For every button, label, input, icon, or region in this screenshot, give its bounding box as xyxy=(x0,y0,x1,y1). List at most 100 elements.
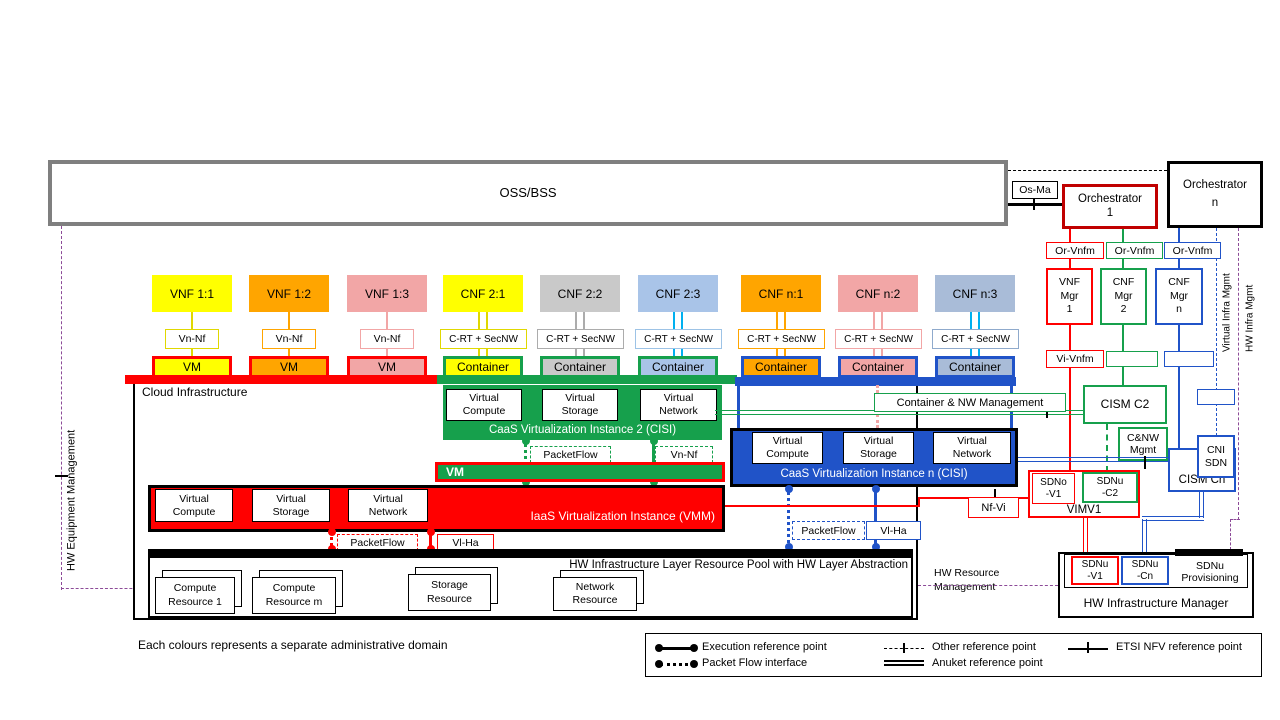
column-cnf-2-2: CNF 2:2 C-RT + SecNW Container xyxy=(537,275,624,379)
connector-line xyxy=(575,349,577,357)
nf-box: CNF n:2 xyxy=(838,275,918,312)
iaas-virtual-compute: Virtual Compute xyxy=(155,489,233,522)
nf-box: VNF 1:1 xyxy=(152,275,232,312)
host-box: Container xyxy=(935,356,1015,378)
column-cnf-2-1: CNF 2:1 C-RT + SecNW Container xyxy=(440,275,527,379)
orchestrator-n-empty-box xyxy=(1197,389,1235,405)
hw-infra-mgmt-dashed-line xyxy=(1238,228,1239,520)
connector-line xyxy=(191,349,193,357)
orchestrator-1-box: Orchestrator 1 xyxy=(1062,184,1158,229)
reference-point-label: C-RT + SecNW xyxy=(440,329,527,349)
hw-abstraction-bar xyxy=(148,549,913,556)
resource-box: Compute Resource m xyxy=(252,577,336,614)
hw-infra-manager-title: HW Infrastructure Manager xyxy=(1083,596,1229,610)
connector-line xyxy=(784,312,786,329)
host-box: Container xyxy=(638,356,718,378)
nf-box: CNF 2:1 xyxy=(443,275,523,312)
column-cnf-n-2: CNF n:2 C-RT + SecNW Container xyxy=(835,275,922,379)
connector-line xyxy=(978,349,980,357)
host-box: Container xyxy=(838,356,918,378)
caasn-packetflow-line xyxy=(787,487,790,549)
os-ma-tick xyxy=(1033,197,1035,210)
sdnu-v1-box: SDNu-V1 xyxy=(1071,556,1119,585)
other-reference-icon xyxy=(903,643,905,653)
caasn-virtual-storage: Virtual Storage xyxy=(843,432,914,464)
connector-line xyxy=(486,349,488,357)
oss-orchestrator-n-dashed-line xyxy=(1008,170,1167,171)
reference-point-label: C-RT + SecNW xyxy=(932,329,1019,349)
connector-line xyxy=(486,312,488,329)
etsi-reference-icon xyxy=(1087,642,1089,653)
execution-point-dot xyxy=(522,478,530,486)
column-vnf-1-1: VNF 1:1 Vn-Nf VM xyxy=(152,275,236,379)
connector-line xyxy=(575,312,577,329)
caas2-title: CaaS Virtualization Instance 2 (CISI) xyxy=(488,424,677,436)
host-box: Container xyxy=(443,356,523,378)
caasn-anuket-line xyxy=(1018,457,1168,462)
caasn-bar-edge-left xyxy=(737,385,740,428)
legend-box xyxy=(645,633,1262,677)
execution-line-icon xyxy=(690,644,698,652)
caasn-virtual-compute: Virtual Compute xyxy=(752,432,823,464)
resource-box: Compute Resource 1 xyxy=(155,577,235,614)
connector-line xyxy=(970,349,972,357)
anuket-reference-icon xyxy=(884,660,924,666)
cism-cn-sdnu-elbow-h xyxy=(1142,516,1204,521)
connector-line xyxy=(583,349,585,357)
host-box: Container xyxy=(741,356,821,378)
or-vnfm-label-cnfn: Or-Vnfm xyxy=(1164,242,1221,259)
vim-title: VIMV1 xyxy=(1066,504,1102,516)
packet-flow-icon xyxy=(660,663,694,666)
os-ma-label: Os-Ma xyxy=(1012,181,1058,199)
oss-bss-box: OSS/BSS xyxy=(48,160,1008,226)
connector-line xyxy=(288,349,290,357)
sdnu-provisioning-label: SDNu Provisioning xyxy=(1181,559,1239,584)
connector-line xyxy=(386,349,388,357)
iaas-virtual-network: Virtual Network xyxy=(348,489,428,522)
hw-infra-mgmt-dashed-jog-h xyxy=(1230,519,1240,520)
reference-tick xyxy=(55,475,68,477)
caas2-packetflow-line xyxy=(524,437,527,484)
nf-vi-label: Nf-Vi xyxy=(968,497,1019,518)
reference-point-label: C-RT + SecNW xyxy=(738,329,825,349)
caas2-vnnf-line xyxy=(652,437,655,484)
column-cnf-n-3: CNF n:3 C-RT + SecNW Container xyxy=(932,275,1019,379)
caas2-packetflow-label: PacketFlow xyxy=(530,446,611,463)
legend-packet-flow-label: Packet Flow interface xyxy=(702,657,808,669)
connector-line xyxy=(776,312,778,329)
storage-resource: Storage Resource xyxy=(408,567,498,611)
vi-vnfm-label: Vi-Vnfm xyxy=(1046,350,1104,368)
connector-line xyxy=(583,312,585,329)
hw-resource-mgmt-label: HW Resource Management xyxy=(934,567,1000,594)
connector-line xyxy=(478,312,480,329)
iaas-virtual-storage: Virtual Storage xyxy=(252,489,330,522)
virtual-infra-mgmt-label: Virtual Infra Mgmt xyxy=(1221,273,1233,353)
hw-pool-title: HW Infrastructure Layer Resource Pool wi… xyxy=(569,559,908,571)
oss-bss-label: OSS/BSS xyxy=(499,184,557,200)
caas2-virtual-compute: Virtual Compute xyxy=(446,389,522,421)
cism-cn-sdnu-elbow-v1 xyxy=(1199,492,1204,518)
legend-anuket-label: Anuket reference point xyxy=(932,657,1043,669)
sdno-v1-box: SDNo-V1 xyxy=(1032,473,1075,504)
caasn-domain-bar xyxy=(735,377,1016,386)
hw-equipment-mgmt-line-horizontal xyxy=(61,588,147,589)
connector-line xyxy=(478,349,480,357)
caasn-packetflow-label: PacketFlow xyxy=(792,521,865,540)
os-ma-line xyxy=(1008,203,1062,206)
vim-sdnu-anuket-line xyxy=(1083,518,1088,556)
host-box: VM xyxy=(347,356,427,378)
cism-c2-box: CISM C2 xyxy=(1083,385,1167,424)
caasn-vlha-label: Vl-Ha xyxy=(866,521,921,540)
nf-box: CNF n:1 xyxy=(741,275,821,312)
iaas-packetflow-line xyxy=(330,532,333,551)
iaas-vlha-line xyxy=(429,532,432,551)
connector-line xyxy=(881,349,883,357)
iaas-box xyxy=(148,485,725,532)
vi-vnfm-empty-box-blue xyxy=(1164,351,1214,367)
column-vnf-1-3: VNF 1:3 Vn-Nf VM xyxy=(347,275,431,379)
caasn-title: CaaS Virtualization Instance n (CISI) xyxy=(780,468,968,480)
